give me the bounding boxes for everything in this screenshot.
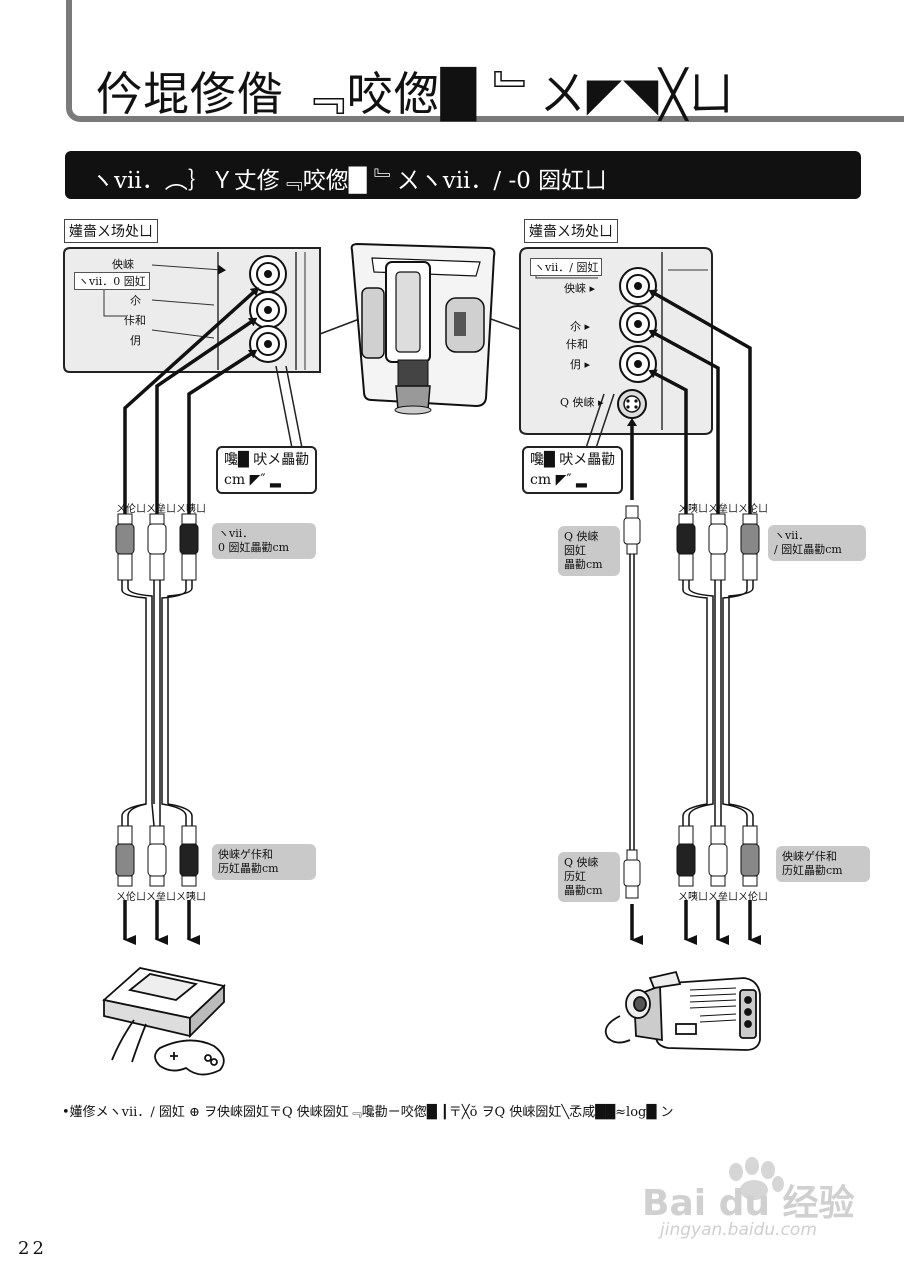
left-label-mid: 尒	[130, 294, 141, 307]
s-video-cable	[623, 505, 643, 945]
right-jack-audio-left	[619, 305, 657, 343]
left-bubble-bottom: 佒崍ゲ佧和 历妅畾勸cm	[212, 844, 316, 880]
right-bubble-rca-top: ヽvii． / 圀妅畾勸cm	[768, 525, 866, 561]
right-label-video: 佒崍 ▸	[564, 282, 596, 295]
game-console-illustration	[102, 967, 226, 1076]
left-label-group: ヽvii．0 圀妅	[74, 272, 150, 290]
right-label-s-video: Q 佒崍 ▸	[560, 396, 604, 409]
paw-logo-icon	[729, 1157, 784, 1200]
right-rca-plugs-bottom	[676, 825, 760, 887]
left-label-video: 佒崍	[112, 258, 134, 271]
left-rca-plugs-bottom	[115, 825, 199, 887]
right-label-group: ヽvii．/ 圀妅	[530, 258, 603, 276]
left-label-lower1: 佧和	[124, 314, 146, 327]
right-panel-tag: 嬞嗇ㄨ场处ㄩ	[524, 219, 618, 243]
left-cable-runs	[123, 287, 259, 514]
section-title: ヽvii．︵｝Ｙ丈俢﹃咬偬█ ﹄ㄨヽvii．/ -0 圀妅ㄩ	[91, 168, 608, 194]
left-av-cable	[121, 580, 193, 827]
monitor-rear-illustration	[319, 242, 523, 415]
right-jack-audio-right	[619, 345, 657, 383]
right-bottom-plug-labels: ㄨ咦ㄩㄨ垒ㄩㄨ伦ㄩ	[678, 892, 768, 903]
right-jack-s-video	[617, 389, 647, 419]
title-frame	[66, 0, 904, 122]
page-number: 22	[18, 1238, 47, 1259]
right-jack-video	[619, 267, 657, 305]
left-jack-audio-right	[249, 325, 287, 363]
left-top-plug-labels: ㄨ伦ㄩㄨ垒ㄩㄨ咦ㄩ	[116, 504, 206, 515]
left-info-box: 嚵█ 吠メ畾勸 cm ◤″ ▂	[216, 446, 318, 494]
right-cable-runs	[627, 289, 752, 514]
right-av-cable	[682, 580, 754, 826]
right-info-box: 嚵█ 吠メ畾勸 cm ◤″ ▂	[522, 446, 624, 494]
right-label-lower2: 仴 ▸	[570, 358, 591, 371]
right-label-lower1: 佧和	[566, 338, 588, 351]
left-jack-video	[249, 255, 287, 293]
right-bubble-s-bottom: Q 佒崍 历妅 畾勸cm	[558, 852, 620, 902]
left-bottom-plug-labels: ㄨ伦ㄩㄨ垒ㄩㄨ咦ㄩ	[116, 892, 206, 903]
page-title: 仱堒俢偺 ﹃咬偬█ ﹄ㄨ◤◥╳ㄩ	[96, 67, 736, 121]
left-panel-tag: 嬞嗇ㄨ场处ㄩ	[64, 219, 158, 243]
right-bubble-rca-bottom: 佒崍ゲ佧和 历妅畾勸cm	[776, 846, 870, 882]
watermark-url: jingyan.baidu.com	[660, 1220, 817, 1240]
left-bubble-top: ヽvii． 0 圀妅畾勸cm	[212, 523, 316, 559]
left-label-lower2: 仴	[130, 334, 141, 347]
right-top-plug-labels: ㄨ咦ㄩㄨ垒ㄩㄨ伦ㄩ	[678, 504, 768, 515]
left-rca-plugs-top	[115, 513, 199, 581]
right-bubble-s-top: Q 佒崍 圀妅 畾勸cm	[558, 526, 620, 576]
section-header-bar: ヽvii．︵｝Ｙ丈俢﹃咬偬█ ﹄ㄨヽvii．/ -0 圀妅ㄩ	[65, 151, 861, 199]
left-jack-audio-left	[249, 291, 287, 329]
right-rca-plugs-top	[676, 513, 760, 581]
watermark-brand: Bai du 经验	[642, 1183, 855, 1224]
baidu-watermark: Bai du 经验 jingyan.baidu.com	[640, 1150, 860, 1250]
camcorder-illustration	[604, 970, 761, 1051]
right-label-mid: 尒 ▸	[570, 320, 591, 333]
footnote: •嬞俢メヽvii．/ 圀妅 ⊕ ヲ佒崍圀妅〒Q 佒崍圀妅﹃嚵勸ㄧ咬偬█ ┃〒╳ŏ…	[62, 1105, 674, 1120]
left-down-arrows	[123, 900, 200, 945]
right-jack-panel	[519, 247, 713, 435]
right-down-arrows	[684, 900, 761, 945]
